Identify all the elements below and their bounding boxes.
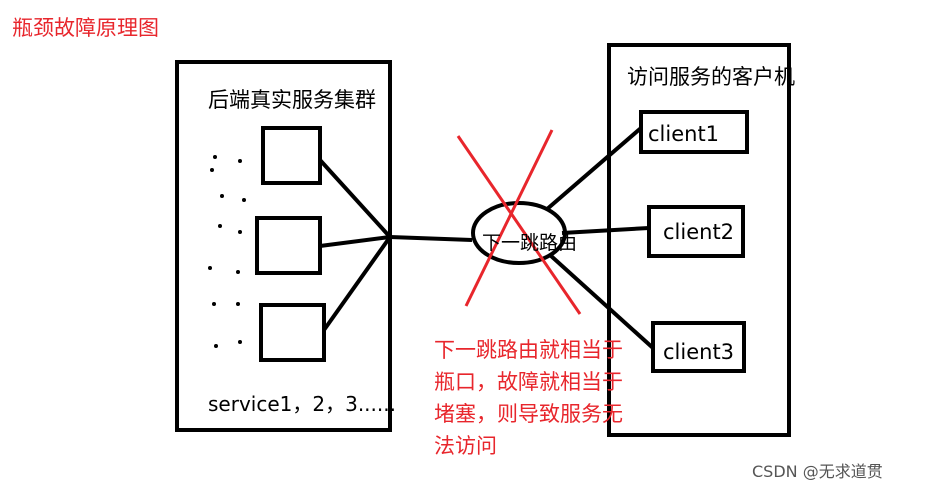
client-area-label: 访问服务的客户机: [627, 65, 795, 89]
link-router-client3: [548, 253, 655, 350]
link-router-client1: [544, 126, 643, 212]
services-label: service1，2，3......: [208, 392, 396, 416]
link-server2: [319, 235, 391, 248]
client-box-2: [647, 205, 745, 258]
server-box-3: [259, 303, 326, 362]
client-label-2: client2: [663, 220, 735, 244]
link-backend-router: [389, 235, 473, 242]
watermark: CSDN @无求道贯: [752, 462, 883, 481]
link-server3: [322, 235, 392, 332]
client-label-1: client1: [648, 122, 720, 146]
note-line-3: 堵塞，则导致服务无: [434, 402, 623, 426]
red-cross-stroke-2: [464, 129, 554, 307]
note-line-4: 法访问: [434, 434, 497, 458]
backend-cluster-label: 后端真实服务集群: [208, 88, 376, 112]
server-box-2: [255, 216, 322, 275]
link-server1: [318, 158, 392, 239]
backend-cluster-box: [175, 60, 392, 432]
link-router-client2: [561, 226, 650, 235]
server-box-1: [261, 126, 322, 185]
bottleneck-note: 下一跳路由就相当于 瓶口，故障就相当于 堵塞，则导致服务无 法访问: [434, 334, 654, 462]
client-box-1: [639, 110, 749, 154]
ellipsis-dots: [208, 155, 246, 348]
diagram-title: 瓶颈故障原理图: [12, 16, 159, 40]
red-cross-stroke-1: [456, 135, 582, 315]
note-line-2: 瓶口，故障就相当于: [434, 370, 623, 394]
client-area-box: [607, 43, 791, 437]
router-label: 下一跳路由: [482, 232, 578, 254]
note-line-1: 下一跳路由就相当于: [434, 338, 623, 362]
client-label-3: client3: [663, 340, 735, 364]
